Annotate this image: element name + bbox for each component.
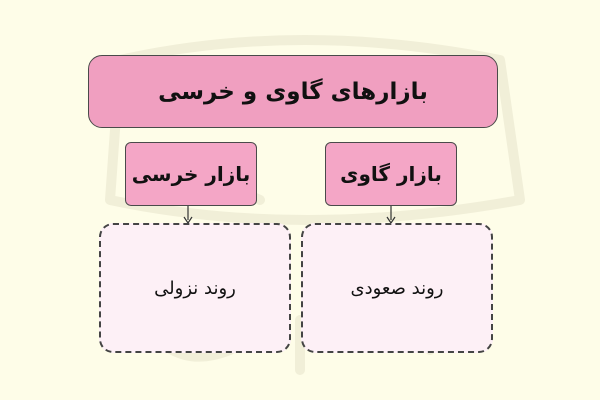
bull-market-node: بازار گاوی (325, 142, 457, 206)
diagram-title: بازارهای گاوی و خرسی (88, 55, 498, 128)
downtrend-node: روند نزولی (99, 223, 291, 353)
uptrend-node: روند صعودی (301, 223, 493, 353)
bear-arrow (183, 206, 193, 224)
bear-market-node: بازار خرسی (125, 142, 257, 206)
bull-arrow (386, 206, 396, 224)
